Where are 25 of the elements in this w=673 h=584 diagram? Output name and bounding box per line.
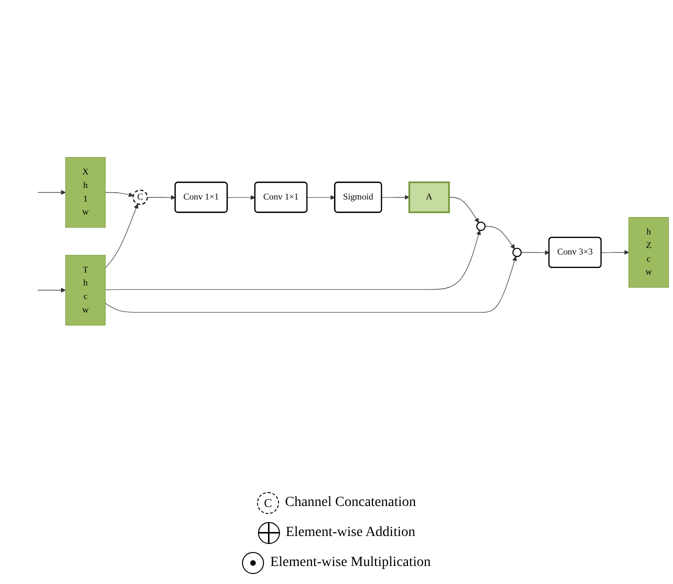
arrow [484,226,515,249]
arrow [448,196,479,223]
arrow [382,194,410,200]
arrow [38,287,66,292]
arrow [38,190,66,195]
arrow [520,250,550,255]
legend-text: Element-wise Multiplication [270,555,431,571]
arrow [105,192,134,197]
legend-symbol-letter: C [264,496,272,510]
arrow [306,194,336,200]
arrow [601,250,629,255]
node-box: X h 1 w [65,156,106,228]
legend-text: Channel Concatenation [284,495,416,511]
node-circle: C [132,189,148,205]
arrow [105,203,138,268]
node-circle [512,247,522,257]
node-circle [476,221,486,231]
node-box: T h c w [65,254,106,326]
node-box: h Z c w [628,216,669,288]
arrow [227,194,256,200]
arrow [105,230,481,290]
arrow [105,256,517,312]
arrow [147,194,176,200]
legend-text: Element-wise Addition [286,525,416,541]
node-box: A [408,181,450,213]
